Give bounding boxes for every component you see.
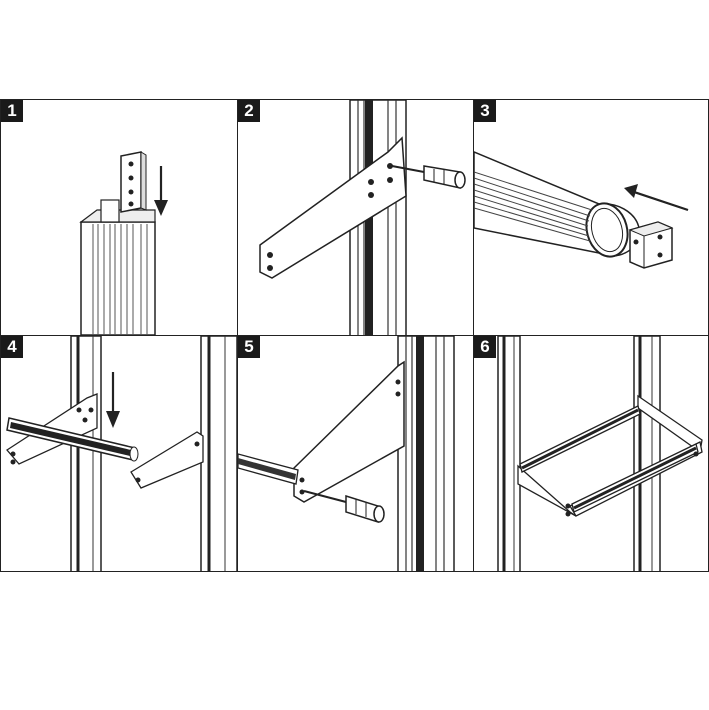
step-2-illustration (259, 100, 466, 335)
step-number: 2 (238, 100, 260, 122)
step-6-illustration (497, 336, 703, 571)
step-number: 4 (1, 336, 23, 358)
step-5-panel: 5 (237, 335, 474, 572)
step-4-panel: 4 (0, 335, 238, 572)
step-3-illustration (474, 151, 689, 269)
step-5-illustration (238, 336, 455, 571)
step-4-illustration (6, 336, 237, 571)
step-number: 5 (238, 336, 260, 358)
step-1-panel: 1 (0, 99, 238, 336)
step-2-panel: 2 (237, 99, 474, 336)
step-6-panel: 6 (473, 335, 709, 572)
step-number: 3 (474, 100, 496, 122)
instruction-grid: 1 2 (0, 99, 709, 572)
step-1-illustration (79, 151, 168, 335)
step-3-panel: 3 (473, 99, 709, 336)
step-number: 1 (1, 100, 23, 122)
step-number: 6 (474, 336, 496, 358)
